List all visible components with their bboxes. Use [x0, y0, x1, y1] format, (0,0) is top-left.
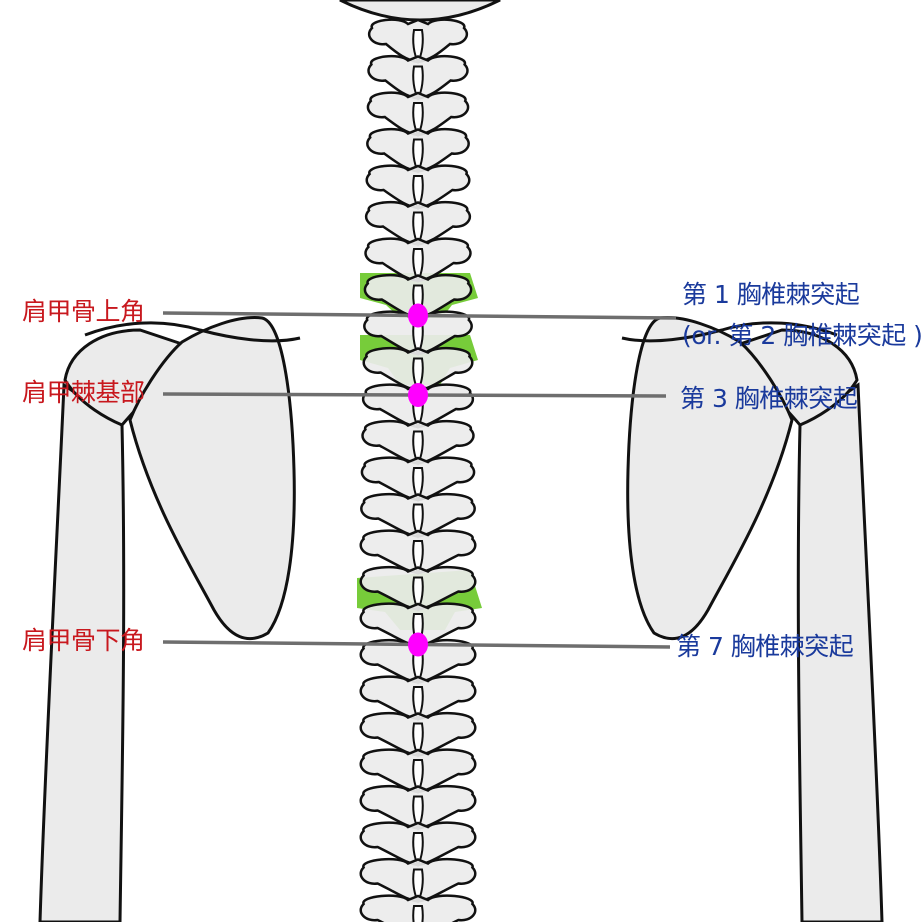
vertebra	[359, 821, 477, 868]
vertebra	[362, 346, 474, 393]
vertebra	[360, 456, 476, 503]
scapula-label-3: 肩甲骨下角	[22, 626, 145, 655]
skull	[339, 0, 501, 22]
spine-label-2: 第 3 胸椎棘突起	[680, 384, 858, 413]
marker-1	[408, 303, 428, 328]
right-scapula	[626, 316, 794, 641]
vertebra	[359, 857, 477, 904]
vertebra	[366, 127, 470, 174]
vertebra	[359, 711, 477, 758]
vertebra	[364, 200, 472, 247]
vertebra	[363, 310, 473, 357]
marker-3	[408, 632, 428, 657]
spine	[359, 18, 477, 922]
spinous-process-markers	[408, 303, 428, 657]
vertebra	[366, 91, 470, 138]
vertebra	[360, 492, 476, 539]
vertebra	[367, 54, 469, 101]
left-scapula	[128, 316, 296, 641]
vertebra	[364, 237, 472, 284]
marker-2	[408, 383, 428, 407]
spine-label-1-alt: (or. 第 2 胸椎棘突起 )	[682, 321, 922, 350]
spine-label-3: 第 7 胸椎棘突起	[676, 632, 854, 661]
scapula-label-2: 肩甲棘基部	[22, 378, 145, 407]
vertebra	[359, 638, 477, 685]
vertebra	[361, 419, 475, 466]
vertebra	[359, 894, 477, 922]
right-humerus	[796, 382, 884, 922]
right-clavicle	[621, 321, 838, 343]
left-clavicle	[84, 321, 301, 343]
vertebra	[359, 748, 477, 795]
vertebra	[359, 565, 477, 612]
scapula-label-1: 肩甲骨上角	[22, 297, 145, 326]
left-humerus	[38, 382, 126, 922]
spine-label-1: 第 1 胸椎棘突起	[682, 280, 860, 309]
vertebra	[365, 164, 471, 211]
